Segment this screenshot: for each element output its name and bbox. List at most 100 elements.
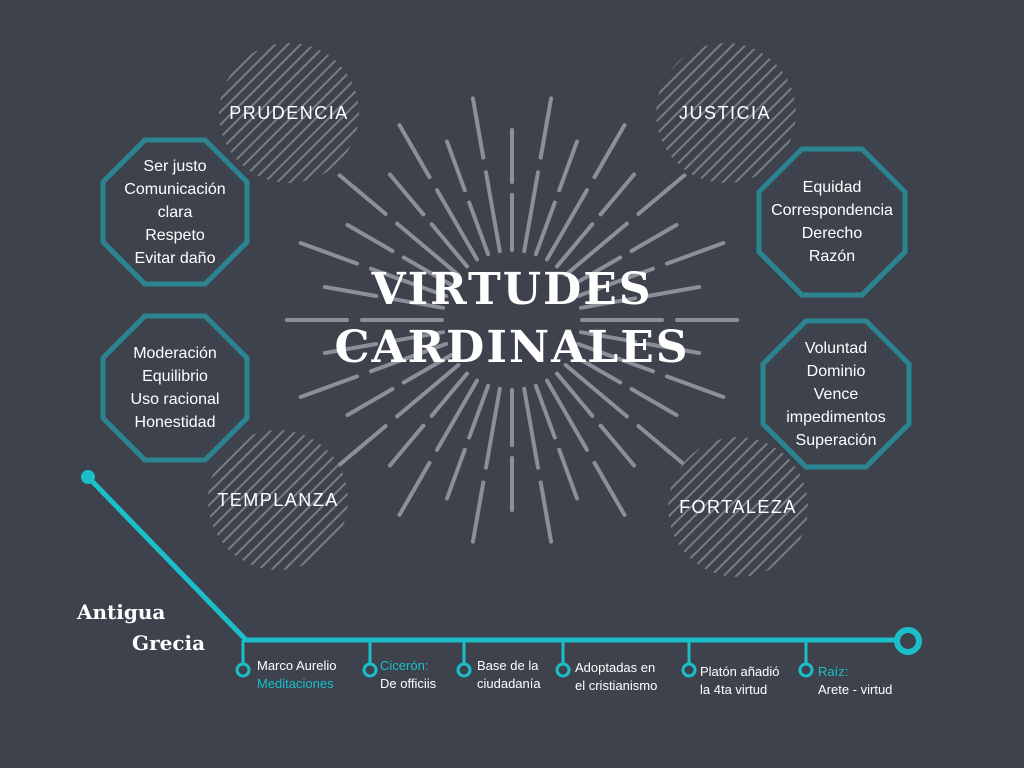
timeline-event-platon: Platón añadió la 4ta virtud — [700, 663, 780, 699]
event-line2: Meditaciones — [257, 676, 334, 691]
burst-ray — [467, 200, 491, 257]
virtue-label-justicia: JUSTICIA — [678, 103, 771, 123]
burst-ray — [317, 386, 327, 393]
timeline-event-ciudadania: Base de la ciudadanía — [477, 657, 541, 693]
trait: Evitar daño — [134, 249, 216, 267]
trait: Voluntad — [804, 339, 868, 357]
event-line1: Raíz: — [818, 664, 849, 679]
burst-ray — [522, 170, 540, 254]
burst-ray — [369, 266, 449, 299]
burst-ray — [592, 123, 627, 180]
virtue-label-templanza: TEMPLANZA — [217, 490, 339, 510]
octagon-prudencia — [100, 137, 250, 287]
burst-ray — [317, 247, 327, 254]
burst-ray — [298, 241, 359, 266]
burst-ray — [467, 383, 491, 440]
traits-templanza: Moderación Equilibrio Uso racional Hones… — [103, 316, 247, 460]
octagon-justicia — [756, 146, 908, 298]
burst-ray — [401, 255, 454, 287]
trait: Razón — [808, 248, 856, 265]
burst-ray — [395, 363, 461, 419]
burst-ray — [353, 186, 361, 194]
burst-ray — [470, 480, 486, 544]
octagon-templanza — [100, 313, 250, 463]
traits-prudencia: Ser justo Comunicación clara Respeto Evi… — [103, 140, 247, 284]
event-line1: Marco Aurelio — [257, 658, 337, 673]
burst-ray — [610, 140, 617, 149]
era-label-line1: Antigua — [77, 600, 166, 624]
main-title-line1: VIRTUDES — [371, 264, 653, 315]
timeline-graphic — [81, 470, 922, 678]
burst-ray — [407, 491, 414, 500]
burst-ray — [401, 353, 454, 385]
timeline-node — [798, 662, 814, 678]
trait: Vence — [813, 385, 859, 403]
burst-ray — [557, 139, 579, 193]
trait: clara — [157, 203, 193, 221]
trait: Comunicación — [124, 180, 226, 198]
burst-ray — [629, 223, 679, 253]
burst-ray — [575, 266, 655, 299]
burst-ray — [387, 423, 426, 468]
burst-ray — [533, 383, 557, 440]
burst-ray — [429, 222, 469, 269]
circle-templanza — [208, 430, 348, 570]
burst-ray — [563, 221, 629, 277]
burst-ray — [570, 353, 623, 385]
burst-ray — [445, 447, 467, 501]
burst-ray — [538, 480, 554, 544]
burst-ray — [435, 378, 479, 452]
event-line1: Adoptadas en — [575, 660, 656, 675]
burst-ray — [484, 386, 502, 470]
event-line2: De officiis — [380, 676, 437, 691]
burst-ray — [598, 423, 637, 468]
burst-ray — [665, 374, 726, 399]
burst-ray — [697, 386, 707, 393]
burst-ray — [610, 491, 617, 500]
burst-ray — [322, 285, 379, 298]
timeline-event-marco-aurelio: Marco Aurelio Meditaciones — [257, 657, 336, 693]
virtue-label-fortaleza: FORTALEZA — [679, 497, 797, 517]
trait: Derecho — [801, 225, 863, 242]
era-label-line2: Grecia — [132, 631, 206, 655]
event-line2: ciudadanía — [477, 676, 541, 691]
event-line1: Cicerón: — [380, 658, 429, 673]
octagon-fortaleza — [760, 318, 912, 470]
burst-ray — [337, 173, 388, 216]
burst-ray — [665, 241, 726, 266]
burst-ray — [578, 296, 638, 310]
burst-ray — [592, 460, 627, 517]
trait: Dominio — [806, 362, 866, 380]
trait: Equidad — [802, 179, 862, 196]
burst-ray — [555, 222, 595, 269]
trait: Respeto — [145, 226, 205, 244]
virtue-label-prudencia: PRUDENCIA — [229, 103, 349, 123]
burst-ray — [386, 330, 446, 344]
timeline-event-raiz: Raíz: Arete - virtud — [818, 663, 892, 699]
burst-ray — [636, 424, 687, 467]
trait: Honestidad — [134, 414, 216, 431]
main-title-line2: CARDINALES — [334, 322, 690, 373]
circle-fortaleza — [668, 437, 808, 577]
burst-ray — [353, 446, 361, 454]
burst-ray — [629, 387, 679, 417]
burst-ray — [395, 221, 461, 277]
burst-ray — [645, 342, 702, 355]
traits-fortaleza: Voluntad Dominio Vence impedimentos Supe… — [763, 321, 909, 467]
burst-ray — [298, 374, 359, 399]
burst-ray — [484, 170, 502, 254]
timeline-node — [681, 662, 697, 678]
burst-ray — [578, 330, 638, 344]
timeline-node — [362, 662, 378, 678]
trait: Moderación — [133, 345, 217, 362]
sunburst-decoration — [285, 96, 739, 544]
burst-ray — [470, 96, 486, 160]
event-line1: Base de la — [477, 658, 539, 673]
burst-ray — [645, 285, 702, 298]
trait: impedimentos — [786, 408, 886, 426]
burst-ray — [545, 188, 589, 262]
trait: Superación — [795, 431, 877, 449]
burst-ray — [429, 371, 469, 418]
burst-ray — [522, 386, 540, 470]
